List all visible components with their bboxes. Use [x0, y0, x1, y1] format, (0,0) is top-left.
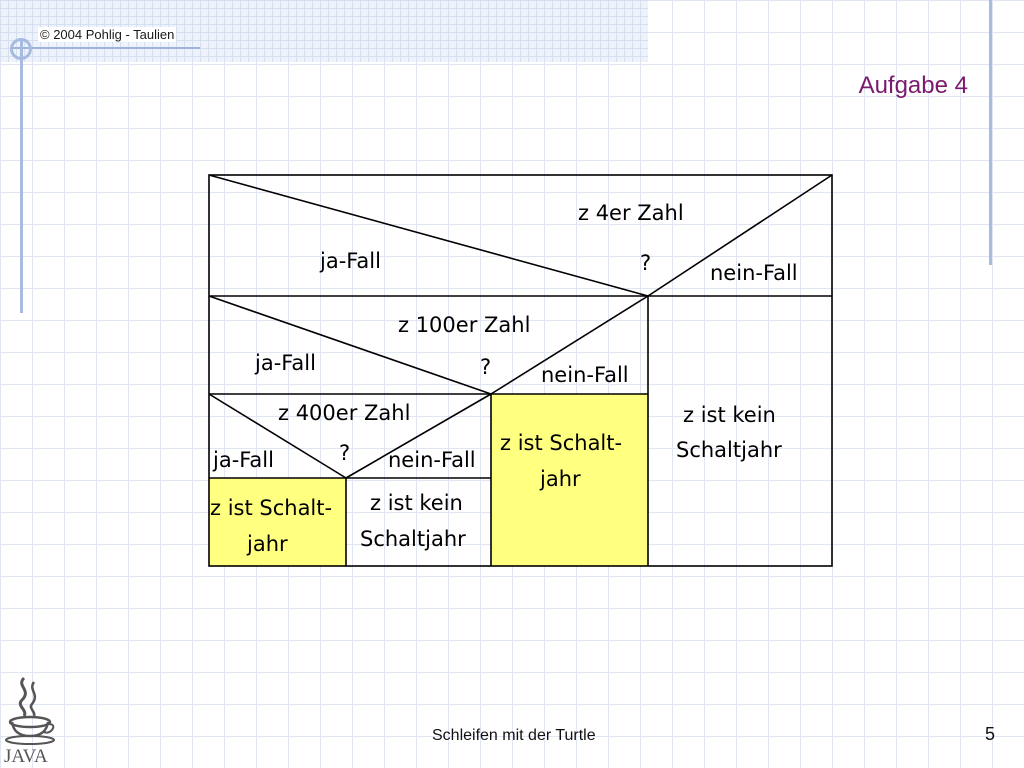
result-q1-no-line1: z ist kein [683, 403, 776, 427]
result-q1-no-line2: Schaltjahr [676, 438, 782, 462]
result-q3-yes-line1: z ist Schalt- [210, 496, 332, 520]
result-q2-no-line1: z ist Schalt- [500, 431, 622, 455]
q3-no-label: nein-Fall [388, 448, 476, 472]
q3-question-mark: ? [339, 441, 350, 465]
footer-text: Schleifen mit der Turtle [432, 727, 596, 744]
q1-no-label: nein-Fall [710, 261, 798, 285]
left-decorative-circle [10, 38, 32, 60]
page-number: 5 [985, 724, 996, 744]
q2-right-diagonal [490, 295, 649, 395]
left-decorative-bar [20, 38, 23, 313]
java-logo-text: JAVA [4, 746, 48, 764]
q2-left-diagonal [208, 295, 492, 395]
q2-yes-label: ja-Fall [254, 351, 316, 375]
java-coffee-cup-icon: JAVA [4, 676, 55, 764]
q2-no-label: nein-Fall [541, 363, 629, 387]
right-decorative-bar [989, 0, 992, 265]
q3-condition: z 400er Zahl [278, 401, 410, 425]
cell-result-q2-no-bg [491, 394, 648, 566]
slide-title: Aufgabe 4 [858, 72, 968, 99]
copyright-text: © 2004 Pohlig - Taulien [38, 27, 177, 42]
header-band [0, 0, 648, 62]
q1-condition: z 4er Zahl [578, 201, 684, 225]
diagram-border [208, 174, 833, 567]
q1-question-mark: ? [640, 251, 651, 275]
result-q3-no-line2: Schaltjahr [360, 527, 466, 551]
q2-question-mark: ? [480, 355, 491, 379]
q2-condition: z 100er Zahl [398, 313, 530, 337]
q3-right-diagonal [345, 393, 492, 479]
q1-right-diagonal [647, 174, 833, 297]
result-q3-no-line1: z ist kein [370, 491, 463, 515]
cell-result-q3-yes-bg [209, 478, 346, 566]
q1-yes-label: ja-Fall [319, 249, 381, 273]
result-q2-no-line2: jahr [539, 467, 581, 491]
header-divider [10, 47, 200, 49]
result-q3-yes-line2: jahr [246, 532, 288, 556]
q1-left-diagonal [208, 174, 649, 297]
q3-left-diagonal [208, 393, 347, 479]
q3-yes-label: ja-Fall [212, 448, 274, 472]
